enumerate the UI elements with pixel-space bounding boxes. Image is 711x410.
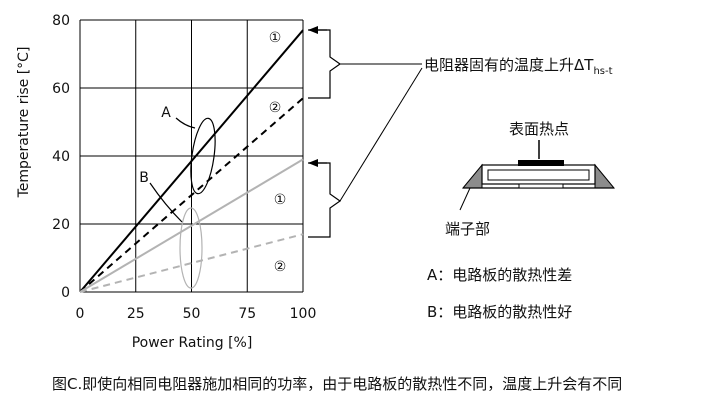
temperature-rise-chart: 0 25 50 75 100 0 20 40 60 80 Power Rating [%] Tem…	[16, 13, 613, 351]
chart-grid	[79, 19, 304, 293]
bracket-upper	[308, 29, 342, 99]
line-4-marker: ②	[274, 259, 287, 275]
x-tick-label-4: 100	[290, 306, 317, 322]
axis-ticks: 0 25 50 75 100 0 20 40 60 80	[52, 13, 316, 322]
hotspot-element	[518, 160, 564, 166]
y-tick-label-4: 80	[52, 13, 70, 29]
bracket-label-main: 电阻器固有的温度上升ΔT	[424, 56, 594, 74]
y-tick-label-3: 60	[52, 81, 70, 97]
hotspot-label: 表面热点	[509, 120, 569, 138]
legend-b: B：电路板的散热性好	[427, 303, 572, 321]
group-b-label: B	[139, 170, 149, 186]
x-axis-title: Power Rating [%]	[132, 335, 253, 351]
series-line-2	[79, 97, 304, 293]
legend-a: A：电路板的散热性差	[427, 266, 572, 284]
terminal-pointer	[459, 187, 471, 211]
x-tick-label-0: 0	[76, 306, 85, 322]
resistor-inner	[487, 169, 590, 181]
line-1-marker: ①	[269, 30, 282, 46]
line-3-marker: ①	[274, 192, 287, 208]
y-tick-label-2: 40	[52, 149, 70, 165]
bracket-label: 电阻器固有的温度上升ΔThs-t	[424, 56, 613, 77]
y-axis-title: Temperature rise [°C]	[16, 47, 32, 199]
resistor-pad	[518, 183, 564, 189]
resistor-diagram: 表面热点 端子部	[445, 120, 616, 238]
line-2-marker: ②	[269, 100, 282, 116]
group-a-label: A	[161, 105, 171, 121]
terminal-label: 端子部	[445, 220, 490, 238]
bracket-lower	[308, 162, 342, 238]
x-tick-label-2: 50	[183, 306, 201, 322]
bracket-leader-lower	[339, 67, 423, 202]
terminal-right-shape	[594, 163, 616, 189]
group-b-leader	[149, 182, 183, 223]
chart-series	[79, 29, 304, 293]
y-tick-label-0: 0	[61, 285, 70, 301]
group-b-ellipse	[179, 207, 203, 289]
x-tick-label-3: 75	[238, 306, 256, 322]
series-line-3	[79, 158, 304, 293]
figure-caption: 图C.即使向相同电阻器施加相同的功率，由于电路板的散热性不同，温度上升会有不同	[52, 375, 622, 393]
group-a-ellipse	[190, 117, 216, 195]
y-tick-label-1: 20	[52, 217, 70, 233]
series-line-4	[79, 233, 304, 293]
terminal-left-shape	[461, 163, 483, 189]
group-a-leader	[175, 117, 196, 129]
bracket-label-subscript: hs-t	[593, 66, 612, 77]
x-tick-label-1: 25	[127, 306, 145, 322]
